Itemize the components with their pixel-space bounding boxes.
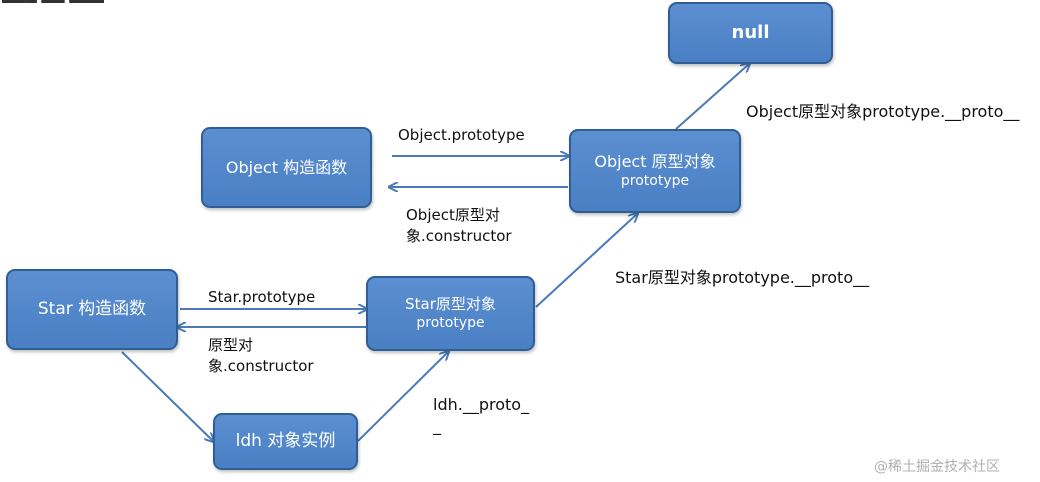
node-null-label: null <box>731 21 770 43</box>
edge-star-proto-to-object-proto <box>535 214 637 308</box>
edge-star-ctor-to-ldh <box>121 351 213 441</box>
watermark: @稀土掘金技术社区 <box>874 459 1000 475</box>
node-ldh-instance-label: ldh 对象实例 <box>235 431 336 452</box>
edge-object-proto-to-null <box>675 64 749 130</box>
label-star-constructor-line1: 原型对 <box>208 336 254 354</box>
node-object-prototype: Object 原型对象 prototype <box>569 129 741 213</box>
node-star-constructor-label: Star 构造函数 <box>37 299 147 320</box>
cropped-title: ▆▆▆ ▆▆ ▆▆▆ <box>2 0 104 3</box>
label-object-constructor-line1: Object原型对 <box>406 206 500 224</box>
label-object-constructor-line2: 象.constructor <box>406 227 512 245</box>
node-star-prototype: Star原型对象 prototype <box>366 276 535 351</box>
node-null: null <box>668 2 833 64</box>
label-star-constructor-line2: 象.constructor <box>208 357 314 375</box>
label-object-proto-proto: Object原型对象prototype.__proto__ <box>746 102 1020 121</box>
node-object-prototype-subtitle: prototype <box>620 173 690 190</box>
node-object-constructor-label: Object 构造函数 <box>225 157 348 177</box>
label-ldh-proto-line1: ldh.__proto_ <box>433 395 530 414</box>
label-object-prototype: Object.prototype <box>398 126 525 144</box>
label-star-prototype: Star.prototype <box>208 288 316 306</box>
node-object-prototype-title: Object 原型对象 <box>594 151 716 171</box>
node-star-prototype-subtitle: prototype <box>416 315 485 332</box>
node-ldh-instance: ldh 对象实例 <box>213 413 358 470</box>
node-star-prototype-title: Star原型对象 <box>405 294 496 313</box>
label-star-proto-proto: Star原型对象prototype.__proto__ <box>615 268 870 287</box>
node-star-constructor: Star 构造函数 <box>6 269 178 350</box>
edge-ldh-to-star-proto <box>357 352 448 442</box>
label-ldh-proto-line2: _ <box>433 416 441 435</box>
node-object-constructor: Object 构造函数 <box>201 127 372 208</box>
